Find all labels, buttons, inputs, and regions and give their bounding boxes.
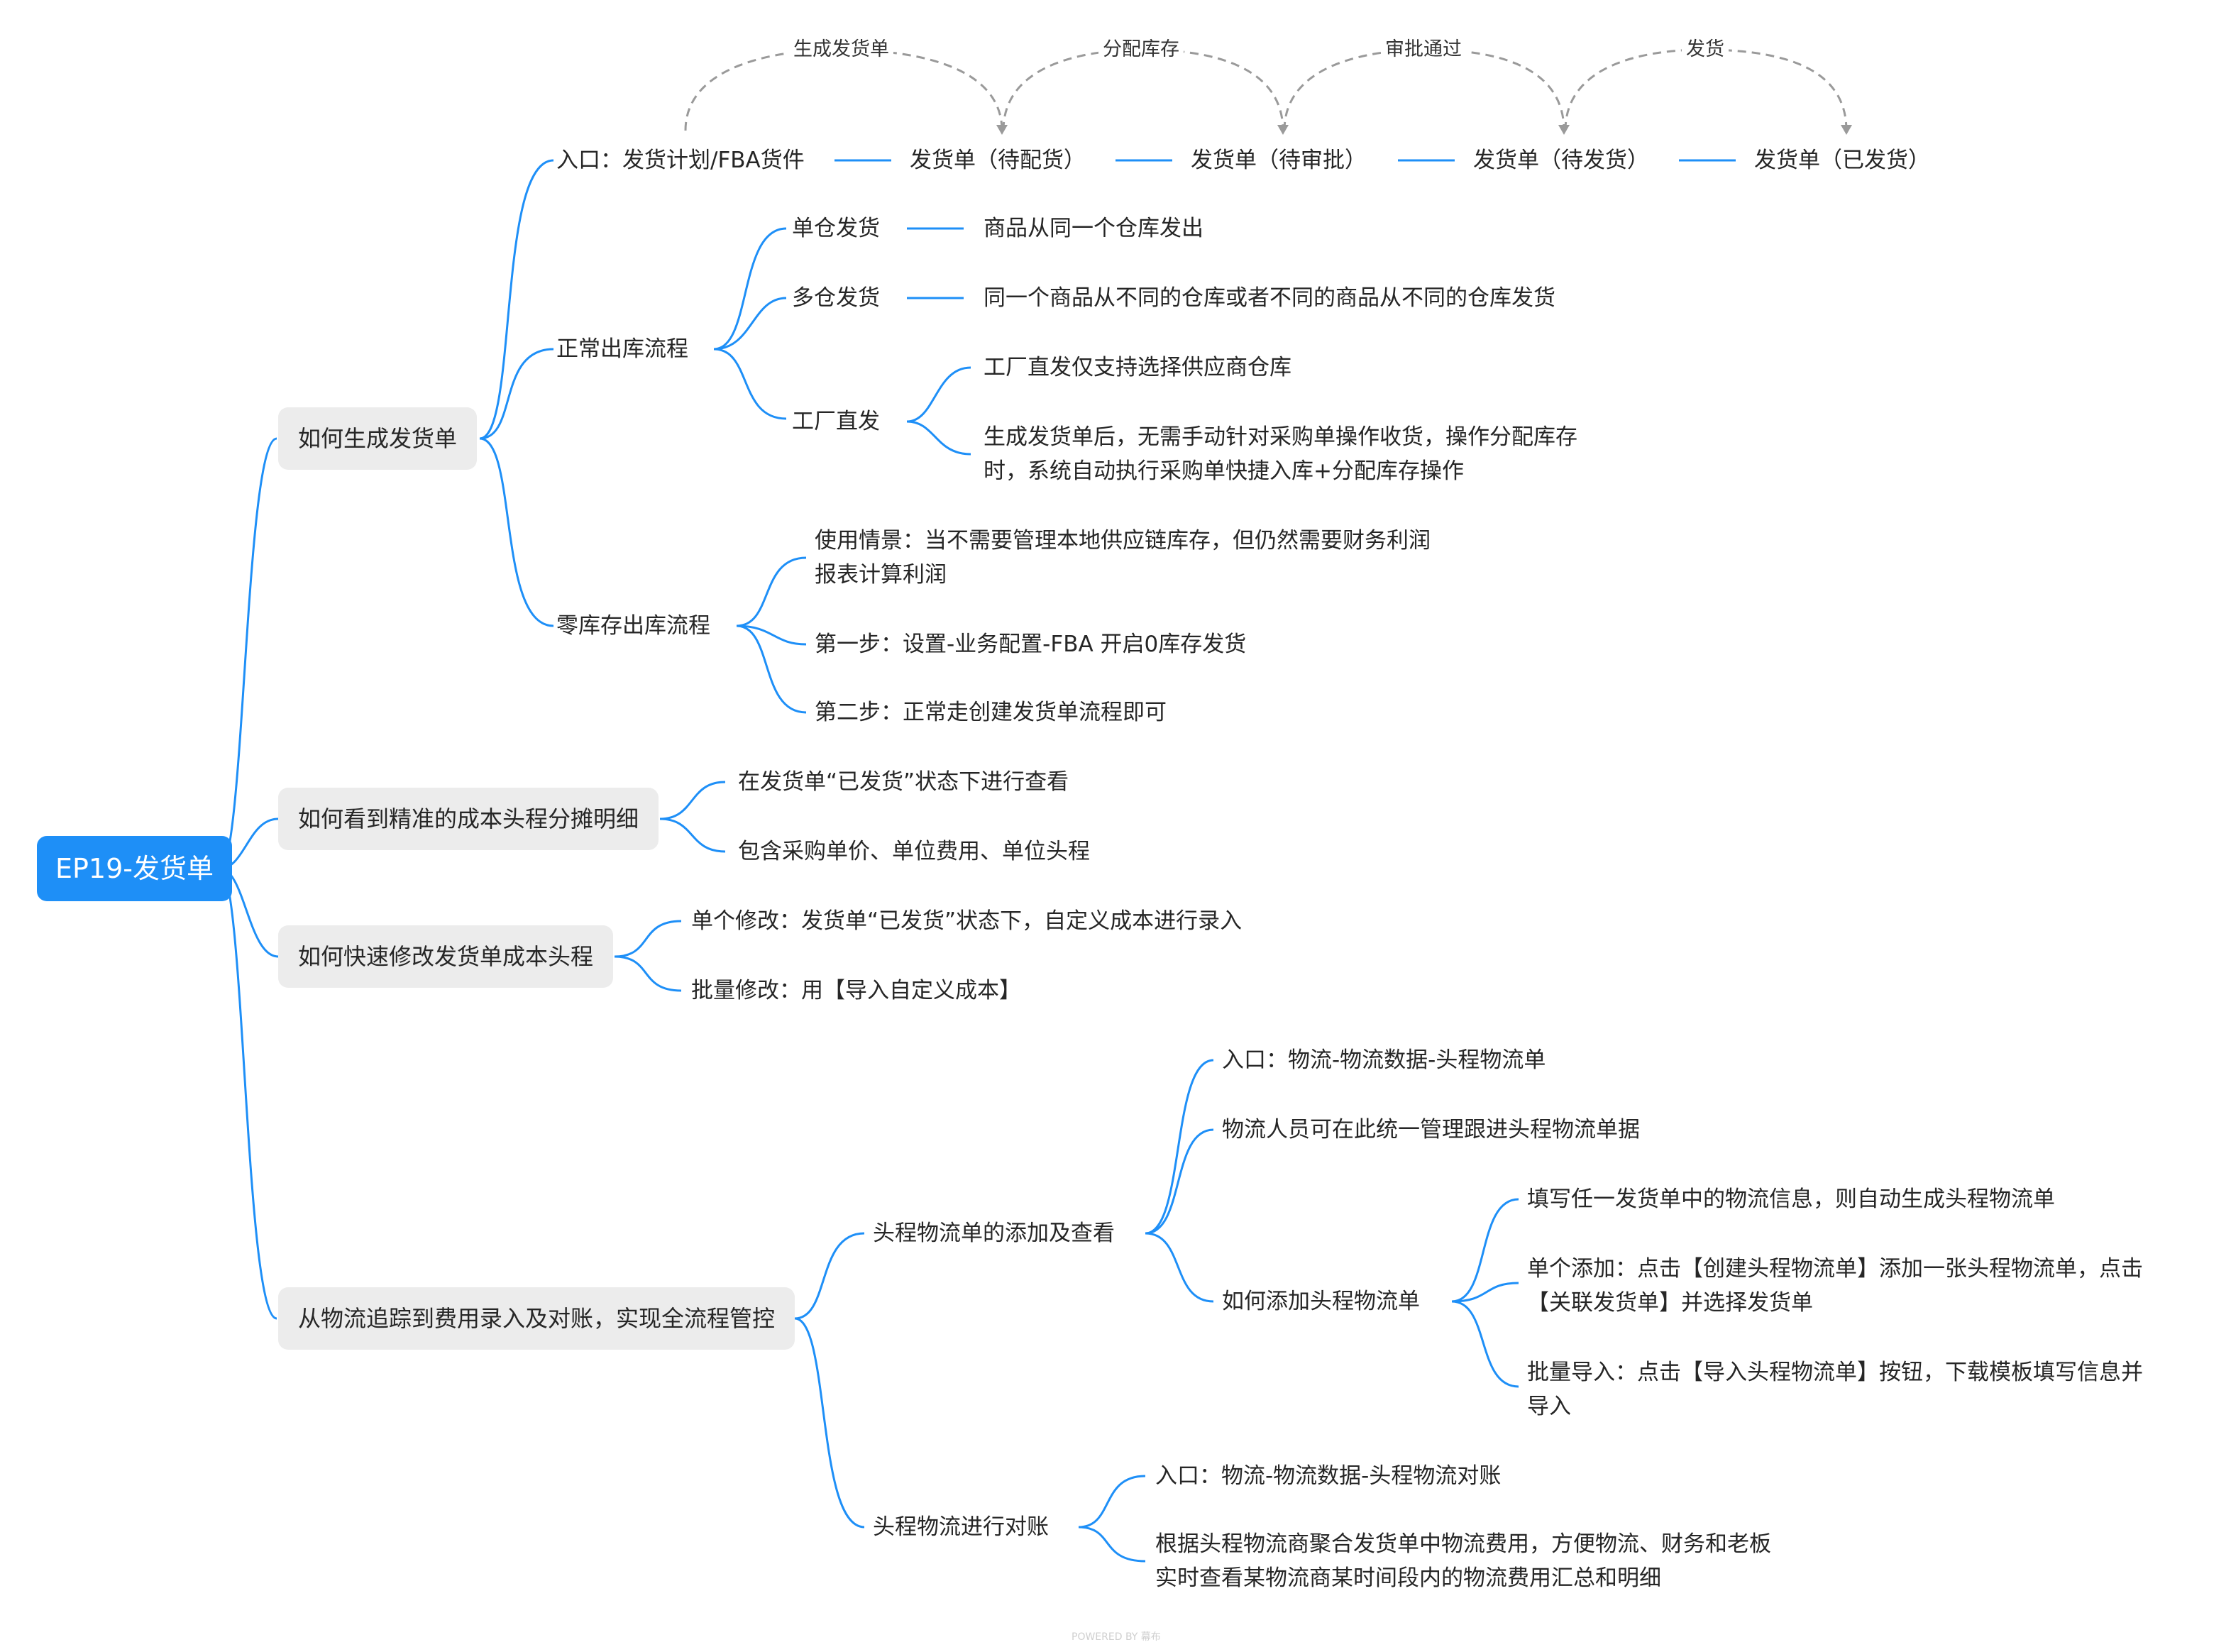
cost-detail-item-2[interactable]: 包含采购单价、单位费用、单位头程 <box>738 839 1090 864</box>
edge-how-2 <box>1451 1282 1519 1303</box>
arc-arrow-2 <box>1277 125 1289 135</box>
how-add-item-2-line1[interactable]: 单个添加：点击【创建头程物流单】添加一张头程物流单，点击 <box>1527 1256 2143 1282</box>
how-add-item-2-line2[interactable]: 【关联发货单】并选择发货单 <box>1527 1290 1813 1316</box>
how-add-item-1[interactable]: 填写任一发货单中的物流信息，则自动生成头程物流单 <box>1527 1186 2055 1212</box>
arc-arrow-1 <box>996 125 1008 135</box>
single-warehouse-desc[interactable]: 商品从同一个仓库发出 <box>984 216 1203 241</box>
watermark: POWERED BY 幕布 <box>1072 1631 1161 1643</box>
edge-b2-2 <box>659 817 726 853</box>
transition-label-2: 审批通过 <box>1381 37 1466 62</box>
zero-stock-node[interactable]: 零库存出库流程 <box>556 613 710 639</box>
transition-label-1: 分配库存 <box>1098 37 1184 62</box>
modify-cost-single[interactable]: 单个修改：发货单“已发货”状态下，自定义成本进行录入 <box>691 908 1243 934</box>
zero-stock-scenario-line2[interactable]: 报表计算利润 <box>815 562 947 588</box>
multi-warehouse-desc[interactable]: 同一个商品从不同的仓库或者不同的商品从不同的仓库发货 <box>984 285 1555 311</box>
entry-stage-2[interactable]: 发货单（待审批） <box>1191 148 1367 173</box>
edge-normal-single <box>713 227 787 351</box>
edge-b1-zero <box>479 437 554 627</box>
modify-cost-batch[interactable]: 批量修改：用【导入自定义成本】 <box>691 978 1021 1003</box>
edge-b3-1 <box>614 920 682 958</box>
how-add-first-leg-node[interactable]: 如何添加头程物流单 <box>1222 1289 1420 1314</box>
entry-stage-4[interactable]: 发货单（已发货） <box>1754 148 1930 173</box>
edge-normal-multi <box>713 297 787 351</box>
edge-b4-recon <box>794 1317 865 1529</box>
reconcile-desc-line1[interactable]: 根据头程物流商聚合发货单中物流费用，方便物流、财务和老板 <box>1155 1531 1771 1557</box>
entry-stage-0[interactable]: 入口：发货计划/FBA货件 <box>556 148 805 173</box>
how-add-item-3-line1[interactable]: 批量导入：点击【导入头程物流单】按钮，下载模板填写信息并 <box>1527 1360 2143 1385</box>
root-node[interactable]: EP19-发货单 <box>37 836 232 901</box>
branch-generate-shipment[interactable]: 如何生成发货单 <box>278 407 478 470</box>
reconcile-entry[interactable]: 入口：物流-物流数据-头程物流对账 <box>1155 1463 1502 1489</box>
single-warehouse-node[interactable]: 单仓发货 <box>792 216 880 241</box>
first-leg-manage[interactable]: 物流人员可在此统一管理跟进头程物流单据 <box>1222 1117 1640 1142</box>
reconcile-desc-line2[interactable]: 实时查看某物流商某时间段内的物流费用汇总和明细 <box>1155 1565 1661 1591</box>
first-leg-entry[interactable]: 入口：物流-物流数据-头程物流单 <box>1222 1047 1546 1073</box>
edge-zero-1 <box>736 556 807 627</box>
first-leg-reconcile-node[interactable]: 头程物流进行对账 <box>873 1514 1049 1540</box>
edge-b2-1 <box>659 781 726 820</box>
arc-arrow-4 <box>1841 125 1852 135</box>
normal-outbound-node[interactable]: 正常出库流程 <box>556 336 688 362</box>
factory-direct-node[interactable]: 工厂直发 <box>792 409 880 434</box>
edge-factory-1 <box>906 366 971 423</box>
edge-how-1 <box>1451 1198 1519 1303</box>
first-leg-add-view-node[interactable]: 头程物流单的添加及查看 <box>873 1221 1115 1246</box>
factory-direct-item-1[interactable]: 工厂直发仅支持选择供应商仓库 <box>984 355 1291 380</box>
entry-stage-1[interactable]: 发货单（待配货） <box>910 148 1086 173</box>
edge-zero-2 <box>736 624 807 646</box>
edge-root-b4 <box>219 867 277 1320</box>
factory-direct-item-2-line2[interactable]: 时，系统自动执行采购单快捷入库+分配库存操作 <box>984 458 1464 484</box>
how-add-item-3-line2[interactable]: 导入 <box>1527 1394 1571 1419</box>
transition-label-3: 发货 <box>1682 37 1729 62</box>
edge-normal-factory <box>713 348 787 420</box>
edge-b1-entry <box>479 159 554 440</box>
cost-detail-item-1[interactable]: 在发货单“已发货”状态下进行查看 <box>738 769 1069 795</box>
edge-b4-add <box>794 1232 865 1320</box>
edge-add-how <box>1145 1232 1214 1303</box>
arc-arrow-3 <box>1558 125 1570 135</box>
arc-2 <box>1002 48 1284 131</box>
edge-root-b1 <box>219 437 277 870</box>
edge-factory-2 <box>906 420 971 456</box>
factory-direct-item-2-line1[interactable]: 生成发货单后，无需手动针对采购单操作收货，操作分配库存 <box>984 424 1577 450</box>
branch-modify-cost[interactable]: 如何快速修改发货单成本头程 <box>278 925 614 988</box>
edge-zero-3 <box>736 624 807 714</box>
arc-3 <box>1283 48 1565 131</box>
branch-logistics-control[interactable]: 从物流追踪到费用录入及对账，实现全流程管控 <box>278 1287 795 1350</box>
edge-how-3 <box>1451 1300 1519 1388</box>
zero-stock-scenario-line1[interactable]: 使用情景：当不需要管理本地供应链库存，但仍然需要财务利润 <box>815 528 1431 554</box>
edge-b1-normal <box>479 348 554 440</box>
edge-b3-2 <box>614 955 682 992</box>
transition-label-0: 生成发货单 <box>789 37 893 62</box>
edge-recon-1 <box>1078 1475 1146 1529</box>
multi-warehouse-node[interactable]: 多仓发货 <box>792 285 880 311</box>
edge-add-1 <box>1145 1059 1214 1235</box>
entry-stage-3[interactable]: 发货单（待发货） <box>1473 148 1649 173</box>
edge-add-2 <box>1145 1128 1214 1235</box>
zero-stock-step-1[interactable]: 第一步：设置-业务配置-FBA 开启0库存发货 <box>815 632 1247 657</box>
branch-cost-detail[interactable]: 如何看到精准的成本头程分摊明细 <box>278 788 659 850</box>
zero-stock-step-2[interactable]: 第二步：正常走创建发货单流程即可 <box>815 700 1167 725</box>
edge-recon-2 <box>1078 1526 1146 1563</box>
